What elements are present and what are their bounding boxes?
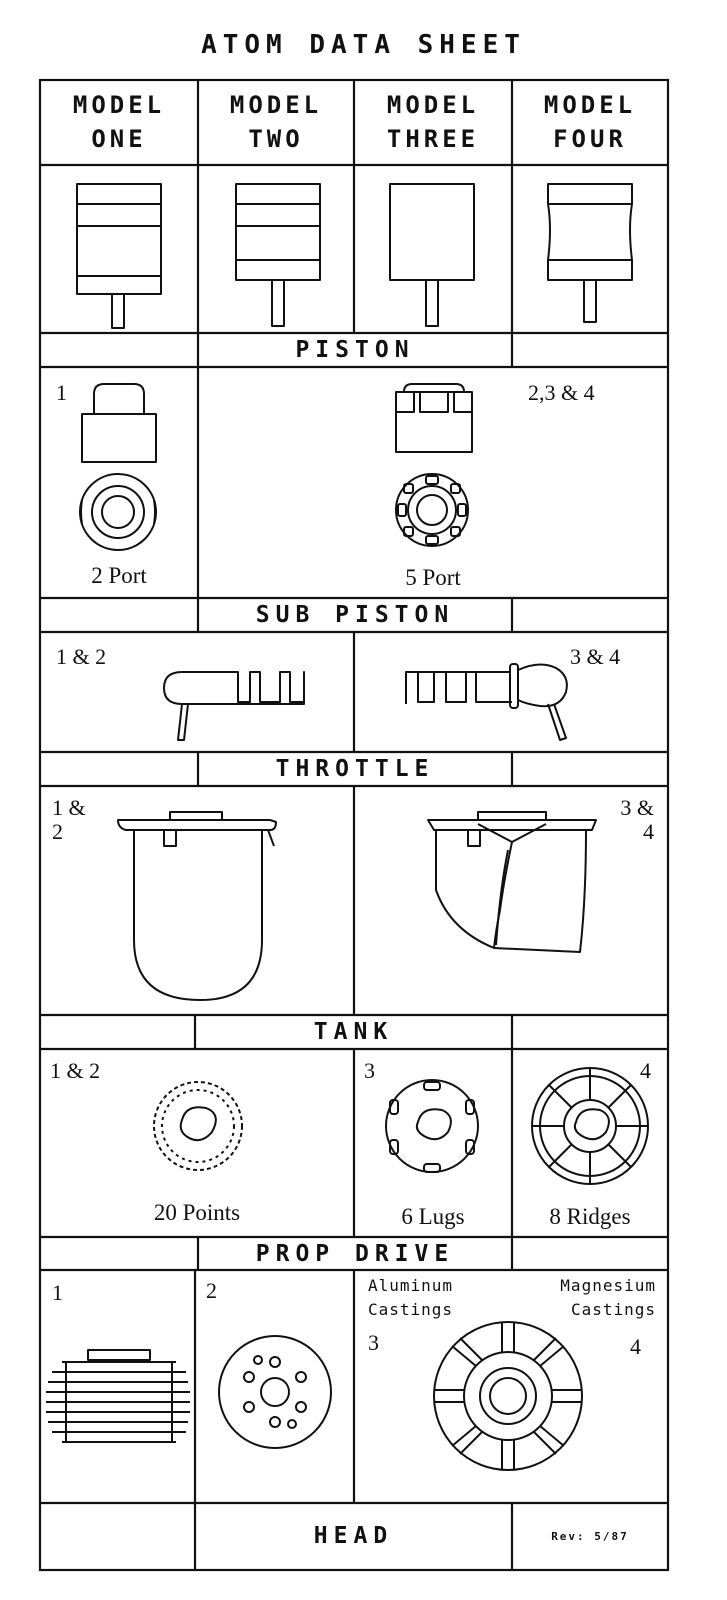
model-one-line1: MODEL [72,91,166,119]
throttle-left-number: 1 & 2 [56,644,107,669]
tank-right-number-line2: 4 [643,819,654,844]
prop-drive-1-2-number: 1 & 2 [50,1058,101,1083]
head-4-number: 4 [630,1334,641,1359]
piston-label: PISTON [295,337,415,363]
sub-piston-2-port-drawing [79,383,157,551]
sub-piston-right-caption: 5 Port [405,565,461,590]
sub-piston-right-number: 2,3 & 4 [528,380,595,405]
head-2-number: 2 [206,1278,217,1303]
magnesium-line1: Magnesium [560,1276,656,1295]
model-one-header: MODEL ONE [40,88,198,156]
model-four-line2: FOUR [553,125,627,153]
model-two-line1: MODEL [229,91,323,119]
prop-drive-8-ridges-drawing [531,1067,649,1185]
throttle-1-2-drawing [163,671,305,741]
tank-left-number-line1: 1 & [52,795,86,820]
prop-drive-label: PROP DRIVE [255,1241,455,1267]
tank-1-2-drawing [117,811,277,1001]
model-three-line2: THREE [386,125,480,153]
tank-right-number-line1: 3 & [620,795,654,820]
aluminum-line1: Aluminum [368,1276,454,1295]
tank-label: TANK [313,1019,394,1045]
magnesium-castings-label: Magnesium Castings [520,1274,656,1322]
prop-drive-6-lugs-caption: 6 Lugs [401,1204,465,1229]
model-four-header: MODEL FOUR [512,88,668,156]
aluminum-castings-label: Aluminum Castings [368,1274,453,1322]
piston-four-drawing [547,183,633,323]
model-one-line2: ONE [91,125,147,153]
sub-piston-5-port-drawing [395,383,473,547]
head-2-drawing [218,1335,332,1449]
magnesium-line2: Castings [570,1300,656,1319]
head-label: HEAD [313,1523,394,1549]
tank-right-number: 3 & 4 [604,796,654,844]
piston-one-drawing [76,183,162,329]
sub-piston-left-number: 1 [56,380,67,405]
prop-drive-20-points-drawing [153,1081,243,1171]
prop-drive-3-number: 3 [364,1058,375,1083]
piston-two-drawing [235,183,321,327]
tank-left-number: 1 & 2 [52,796,86,844]
throttle-3-4-drawing [405,663,568,741]
head-1-number: 1 [52,1280,63,1305]
model-two-header: MODEL TWO [198,88,354,156]
model-three-header: MODEL THREE [354,88,512,156]
prop-drive-6-lugs-drawing [385,1079,479,1173]
head-3-number: 3 [368,1330,379,1355]
sub-piston-label: SUB PISTON [255,602,455,628]
tank-3-4-drawing [427,811,597,953]
throttle-label: THROTTLE [275,756,435,782]
model-four-line1: MODEL [543,91,637,119]
sub-piston-left-caption: 2 Port [91,563,147,588]
revision-note: Rev: 5/87 [551,1530,629,1543]
head-1-drawing [46,1349,190,1443]
prop-drive-8-ridges-caption: 8 Ridges [549,1204,631,1229]
tank-left-number-line2: 2 [52,819,63,844]
throttle-right-number: 3 & 4 [570,644,621,669]
prop-drive-4-number: 4 [640,1058,651,1083]
sheet-title: ATOM DATA SHEET [201,30,526,60]
head-3-4-drawing [433,1321,583,1471]
prop-drive-20-points-caption: 20 Points [153,1200,241,1225]
model-three-line1: MODEL [386,91,480,119]
piston-three-drawing [389,183,475,327]
aluminum-line2: Castings [368,1300,454,1319]
model-two-line2: TWO [248,125,304,153]
